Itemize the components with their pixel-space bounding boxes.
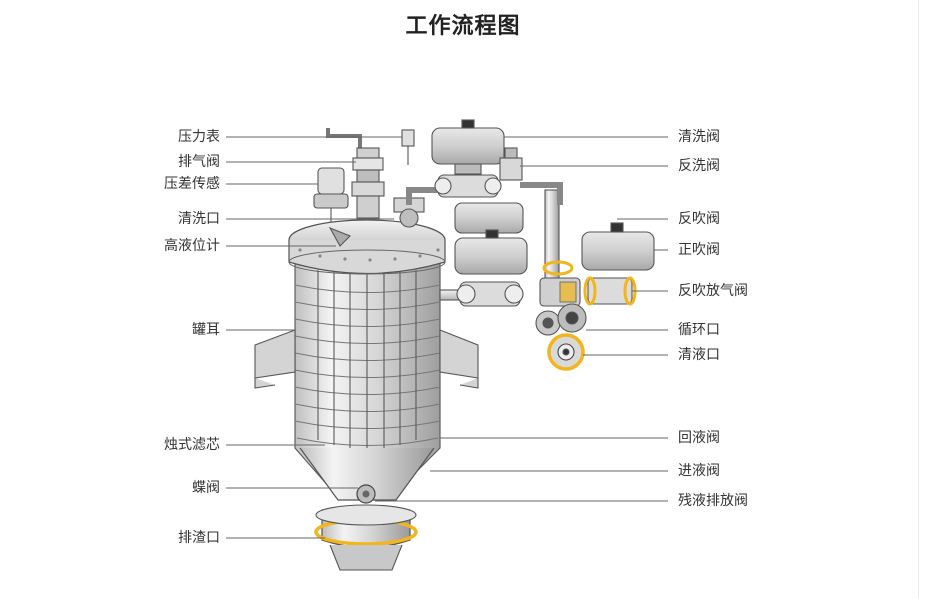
- pneumatic-valves: [431, 119, 655, 371]
- label-slag-outlet: 排渣口: [178, 530, 220, 546]
- label-clear-liquid-port: 清液口: [678, 347, 720, 363]
- page-edge-rule: [918, 0, 919, 598]
- label-return-valve: 回液阀: [678, 430, 720, 446]
- label-backwash-valve: 反洗阀: [678, 158, 720, 174]
- label-residual-drain-valve: 残液排放阀: [678, 493, 748, 509]
- label-reverse-blow-valve: 反吹阀: [678, 211, 720, 227]
- label-high-level-gauge: 高液位计: [164, 238, 220, 254]
- tank-lugs: [254, 329, 479, 389]
- label-reverse-blow-vent-valve: 反吹放气阀: [678, 283, 748, 299]
- label-candle-filter: 烛式滤芯: [164, 437, 220, 453]
- page-title: 工作流程图: [405, 14, 521, 39]
- label-inlet-valve: 进液阀: [678, 463, 720, 479]
- tank-shell: [288, 219, 446, 571]
- label-forward-blow-valve: 正吹阀: [678, 242, 720, 258]
- label-butterfly-valve: 蝶阀: [192, 480, 220, 496]
- label-pressure-gauge: 压力表: [178, 129, 220, 145]
- top-instruments: [313, 128, 425, 247]
- label-circulation-port: 循环口: [678, 322, 720, 338]
- label-differential-pressure-sensor: 压差传感: [164, 176, 220, 192]
- label-tank-lug: 罐耳: [192, 322, 220, 338]
- label-cleaning-valve: 清洗阀: [678, 129, 720, 145]
- label-cleaning-port: 清洗口: [178, 211, 220, 227]
- label-exhaust-valve: 排气阀: [178, 154, 220, 170]
